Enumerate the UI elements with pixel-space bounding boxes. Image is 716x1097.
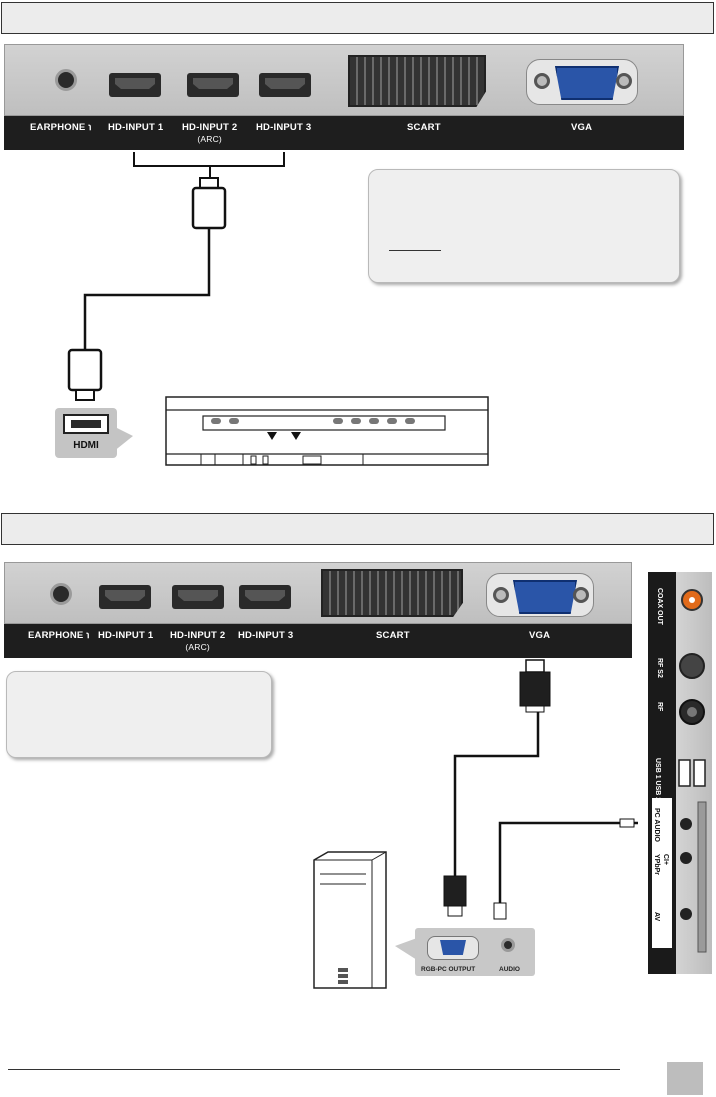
av-label: AV	[653, 912, 660, 922]
vga-label: VGA	[571, 122, 593, 133]
pc-output-callout: RGB-PC OUTPUT AUDIO	[395, 928, 537, 976]
port-label-strip-1: EARPHONE ℩ HD-INPUT 1 HD-INPUT 2 (ARC) H…	[4, 116, 684, 150]
port-label-strip-2: EARPHONE ℩ HD-INPUT 1 HD-INPUT 2 (ARC) H…	[4, 624, 632, 658]
hd-input-2-label: HD-INPUT 2 (ARC)	[182, 122, 237, 144]
vga-port-icon	[486, 573, 594, 617]
section1-header-bar	[1, 2, 714, 34]
audio-label: AUDIO	[499, 966, 520, 973]
audio-port-icon	[501, 938, 515, 952]
tv-side-panel: COAX OUT RF S2 RF USB 1 USB 2 PC AUDIO C…	[648, 572, 712, 974]
hd-input-3-label: HD-INPUT 3	[256, 122, 312, 133]
scart-label: SCART	[407, 122, 441, 133]
hdmi-port-1-icon	[99, 585, 151, 609]
scart-port-icon	[321, 569, 463, 617]
section2-header-bar	[1, 513, 714, 545]
hd-input-1-label: HD-INPUT 1	[98, 630, 154, 641]
earphone-jack-icon	[50, 583, 72, 605]
ci-plus-label: CI+	[662, 854, 669, 866]
ypbpr-label: YPbPr	[653, 854, 660, 876]
coax-out-label: COAX OUT	[656, 588, 663, 625]
scart-port-icon	[348, 55, 486, 107]
hdmi-port-1-icon	[109, 73, 161, 97]
hd-input-1-label: HD-INPUT 1	[108, 122, 164, 133]
note-underline	[389, 250, 441, 251]
page-number-box	[667, 1062, 703, 1095]
note-box-2	[6, 671, 272, 758]
side-panel-connectors	[678, 589, 707, 953]
tv-rear-panel-1	[4, 44, 684, 116]
hdmi-port-3-icon	[259, 73, 311, 97]
tv-rear-panel-2	[4, 562, 632, 624]
earphone-jack-icon	[55, 69, 77, 91]
vga-port-icon	[526, 59, 638, 105]
rf-s2-label: RF S2	[656, 658, 663, 678]
hdmi-device-label: HDMI	[73, 440, 99, 451]
rgb-pc-port-icon	[427, 936, 479, 960]
earphone-label: EARPHONE ℩	[28, 630, 90, 641]
source-device-outline	[165, 396, 489, 466]
hdmi-port-2-icon	[172, 585, 224, 609]
hd-input-2-text: HD-INPUT 2	[170, 630, 226, 641]
hdmi-cable-diagram	[67, 152, 285, 401]
hd-input-3-label: HD-INPUT 3	[238, 630, 294, 641]
note-box-1	[368, 169, 680, 283]
pc-tower-icon	[313, 851, 387, 989]
vga-label: VGA	[529, 630, 551, 641]
arc-label: (ARC)	[197, 134, 222, 144]
hd-input-2-text: HD-INPUT 2	[182, 122, 238, 133]
hd-input-2-label: HD-INPUT 2 (ARC)	[170, 630, 225, 652]
scart-label: SCART	[376, 630, 410, 641]
arc-label: (ARC)	[185, 642, 210, 652]
hdmi-port-2-icon	[187, 73, 239, 97]
rf-label: RF	[656, 702, 663, 712]
usb-label: USB 1 USB 2	[654, 758, 661, 802]
pc-cable-diagram	[443, 659, 638, 920]
rgb-pc-output-label: RGB-PC OUTPUT	[421, 966, 476, 973]
earphone-label: EARPHONE ℩	[30, 122, 92, 133]
footer-rule	[8, 1069, 620, 1070]
pc-audio-label: PC AUDIO	[653, 808, 660, 842]
hdmi-port-3-icon	[239, 585, 291, 609]
hdmi-source-callout: HDMI	[55, 408, 135, 458]
